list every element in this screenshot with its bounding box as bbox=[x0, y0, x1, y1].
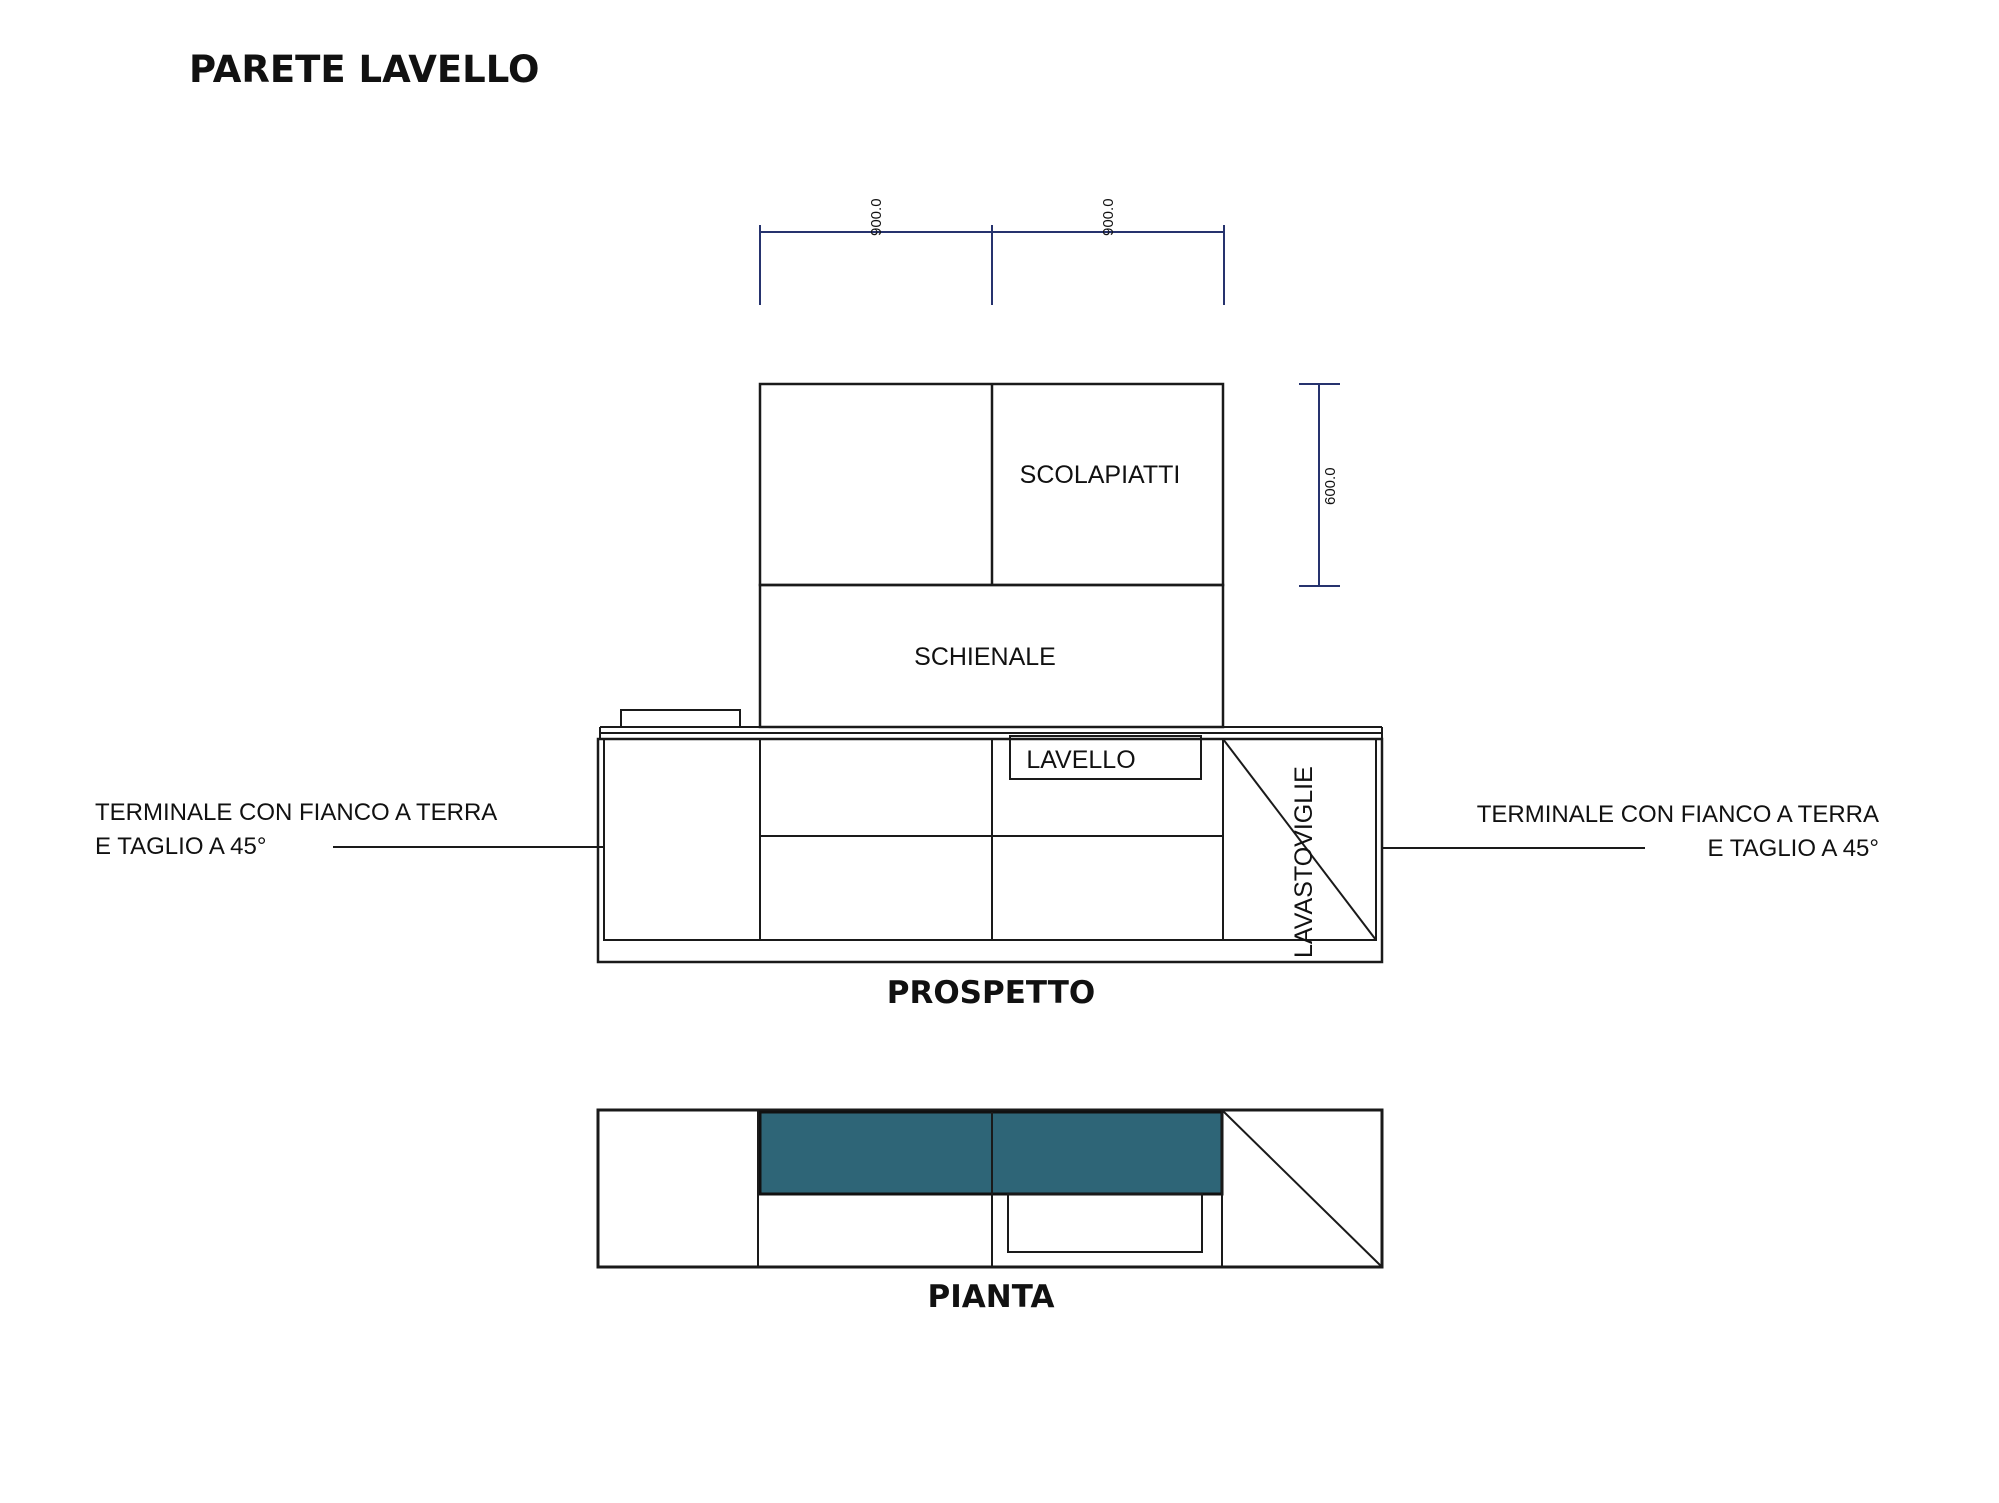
callout-left-line2: E TAGLIO A 45° bbox=[95, 833, 266, 860]
page-title: PARETE LAVELLO bbox=[189, 48, 539, 91]
dimension-width-right: 900.0 bbox=[1100, 198, 1117, 236]
wall-cabinets: SCOLAPIATTI bbox=[758, 382, 1225, 587]
callout-right-line2: E TAGLIO A 45° bbox=[1708, 835, 1879, 862]
worktop bbox=[599, 726, 1383, 740]
label-lavastoviglie: LAVASTOVIGLIE bbox=[1290, 766, 1318, 958]
plan-view bbox=[596, 1108, 1384, 1269]
label-scolapiatti: SCOLAPIATTI bbox=[1020, 461, 1181, 489]
base-cabinets bbox=[596, 737, 1384, 964]
sink-elevation: LAVELLO bbox=[1009, 735, 1202, 780]
plan-sink bbox=[1007, 1193, 1203, 1253]
callout-left-line1: TERMINALE CON FIANCO A TERRA bbox=[95, 799, 497, 826]
callout-right: TERMINALE CON FIANCO A TERRA E TAGLIO A … bbox=[1382, 801, 1879, 862]
dimension-width-left: 900.0 bbox=[868, 198, 885, 236]
view-title-plan: PIANTA bbox=[928, 1279, 1055, 1315]
callout-right-line1: TERMINALE CON FIANCO A TERRA bbox=[1477, 801, 1879, 828]
callout-left: TERMINALE CON FIANCO A TERRA E TAGLIO A … bbox=[95, 799, 603, 860]
backsplash: SCHIENALE bbox=[758, 583, 1225, 729]
label-schienale: SCHIENALE bbox=[914, 643, 1056, 671]
view-title-elevation: PROSPETTO bbox=[887, 975, 1096, 1011]
worktop-appliance bbox=[620, 709, 741, 728]
label-lavello: LAVELLO bbox=[1026, 746, 1135, 774]
dimension-height-upper: 600.0 bbox=[1322, 467, 1339, 505]
height-dimension: 600.0 bbox=[1299, 383, 1340, 587]
width-dimension: 900.0 900.0 bbox=[759, 198, 1225, 305]
